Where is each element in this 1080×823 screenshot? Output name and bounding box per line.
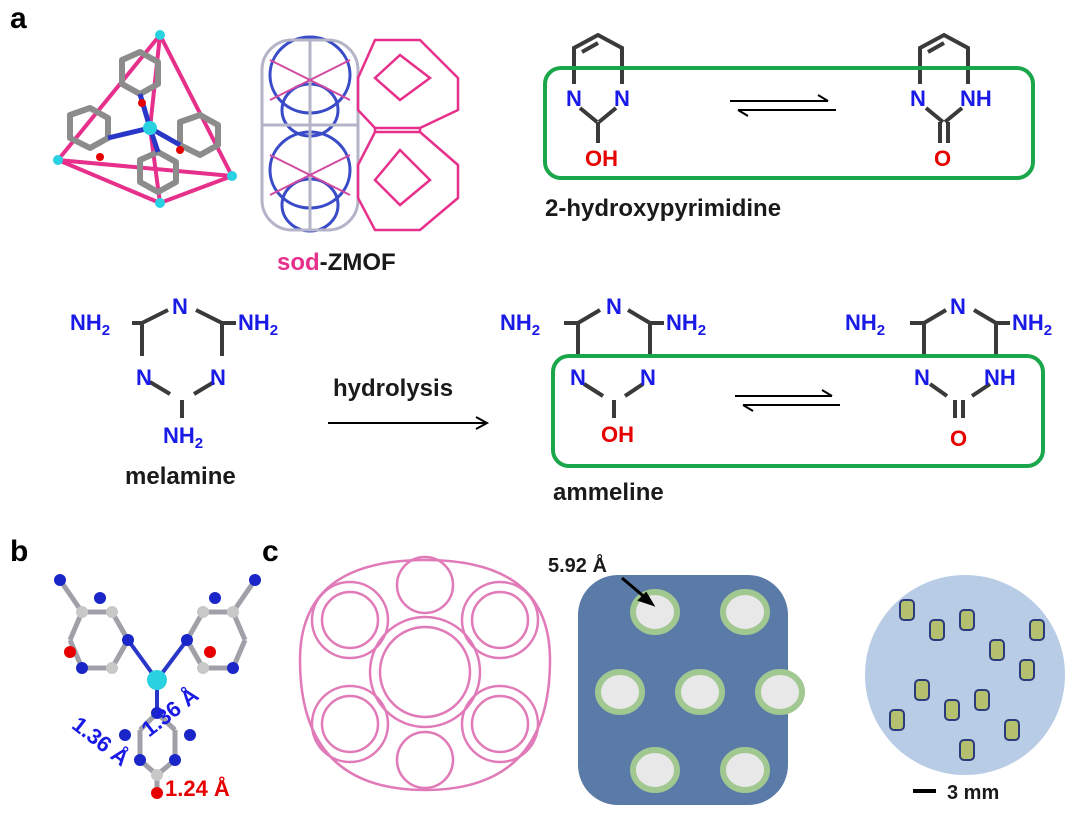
hydroxypyrimidine-label: 2-hydroxypyrimidine — [545, 195, 781, 222]
atom-N-right: N — [210, 365, 226, 390]
porous-framework — [578, 575, 805, 805]
tautomer-frame-bottom — [551, 354, 1045, 468]
atom-O: O — [950, 426, 967, 451]
atom-NH: NH — [960, 86, 992, 111]
panel-label-a: a — [10, 2, 27, 35]
atom-NH2-left: NH2 — [845, 310, 885, 339]
atom-N-top: N — [950, 294, 966, 319]
sod-zmof-structure — [260, 35, 360, 233]
atom-N-top: N — [606, 294, 622, 319]
hydroxypyrimidine-left: N N OH — [566, 32, 630, 171]
hydroxypyrimidine-right: N NH O — [910, 32, 992, 171]
crystal-micrograph — [865, 575, 1065, 775]
pore-size-arrow — [621, 576, 656, 607]
tautomer-frame-top — [543, 66, 1035, 180]
atom-NH2-left: NH2 — [500, 310, 540, 339]
atom-OH: OH — [585, 146, 618, 171]
melamine-label: melamine — [125, 463, 236, 490]
coordination-ball-stick — [54, 574, 261, 799]
cage-framework — [298, 555, 552, 792]
atom-N-top: N — [172, 294, 188, 319]
ammeline-label: ammeline — [553, 479, 664, 506]
panel-label-c: c — [262, 535, 279, 568]
zn-ligand-complex — [53, 30, 237, 208]
atom-O: O — [934, 146, 951, 171]
ammeline-left: NH2 NH2 N N N OH — [500, 294, 706, 447]
atom-NH2-left: NH2 — [70, 310, 110, 339]
atom-NH2-right: NH2 — [238, 310, 278, 339]
atom-NH: NH — [984, 365, 1016, 390]
atom-N-right: N — [614, 86, 630, 111]
atom-N-left: N — [570, 365, 586, 390]
zmof-suffix: -ZMOF — [320, 249, 396, 276]
sod-prefix: sod — [277, 249, 320, 276]
equilibrium-arrow-bottom — [735, 389, 840, 412]
atom-N-left: N — [914, 365, 930, 390]
bond-length-co: 1.24 Å — [165, 775, 230, 801]
pore-size-label: 5.92 Å — [548, 553, 607, 577]
sod-topology-net — [356, 38, 460, 232]
hydrolysis-label: hydrolysis — [333, 375, 453, 402]
atom-N-left: N — [910, 86, 926, 111]
atom-NH2-right: NH2 — [1012, 310, 1052, 339]
panel-label-b: b — [10, 535, 29, 568]
atom-N-left: N — [566, 86, 582, 111]
scale-bar-label: 3 mm — [947, 782, 999, 804]
melamine-structure: NH2 NH2 N N N NH2 — [70, 294, 278, 452]
ammeline-right: NH2 NH2 N N NH O — [845, 294, 1052, 451]
atom-NH2-bottom: NH2 — [163, 423, 203, 452]
atom-N-right: N — [640, 365, 656, 390]
atom-NH2-right: NH2 — [666, 310, 706, 339]
atom-OH: OH — [601, 422, 634, 447]
hydrolysis-arrow — [328, 416, 490, 430]
atom-N-left: N — [136, 365, 152, 390]
sod-zmof-label: sod-ZMOF — [277, 249, 396, 276]
equilibrium-arrow-top — [730, 94, 836, 117]
